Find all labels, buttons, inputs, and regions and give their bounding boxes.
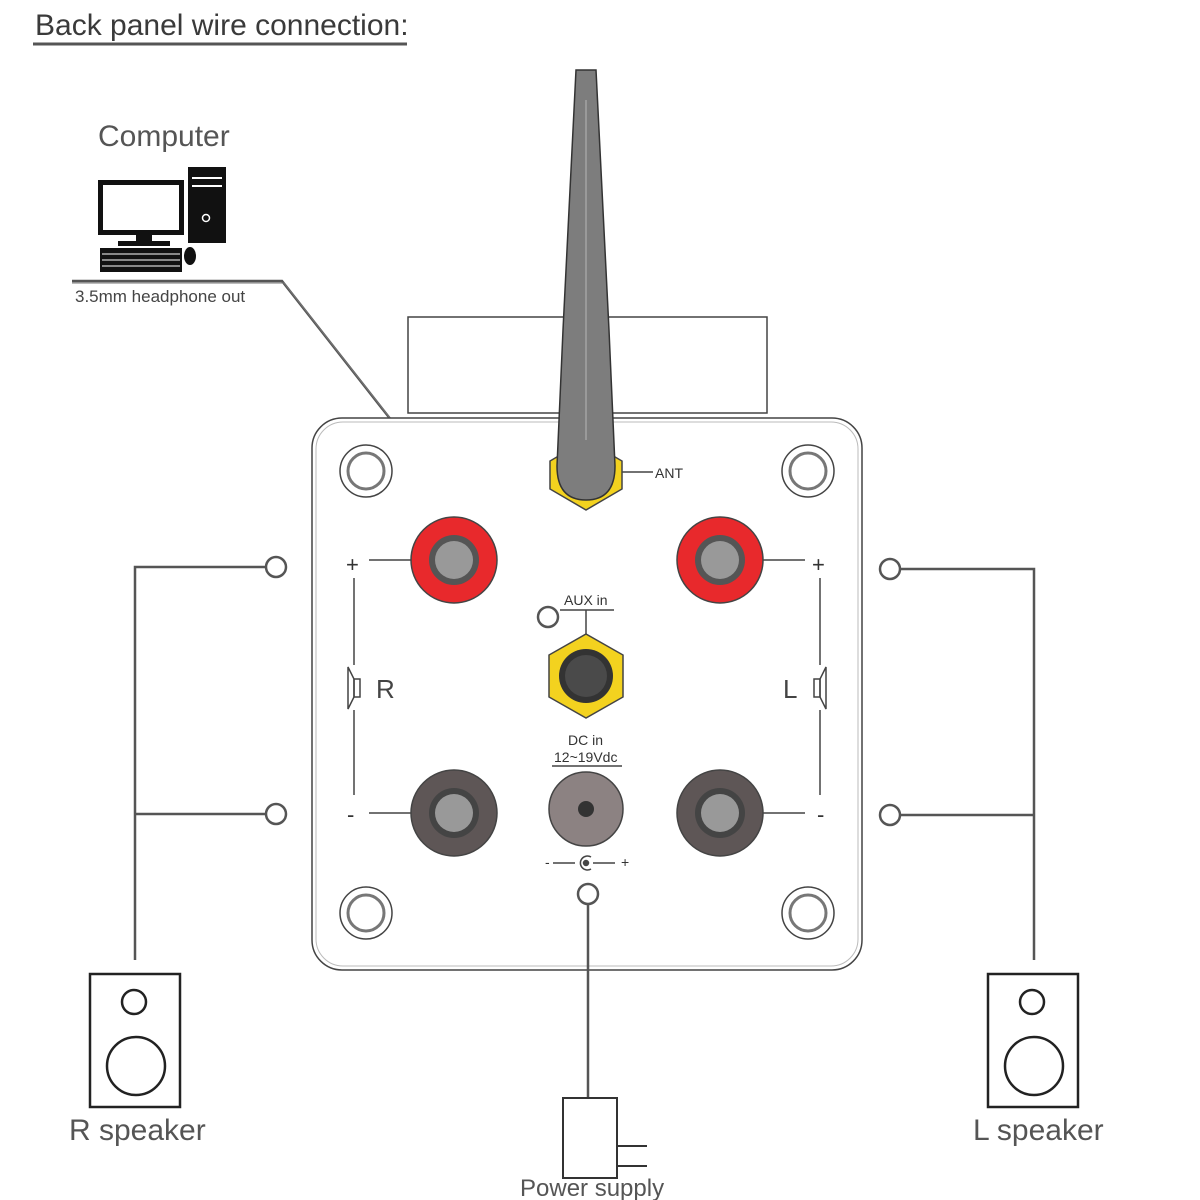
dc-minus-sign: - <box>545 854 550 870</box>
left-minus-sign: - <box>817 802 824 827</box>
dc-voltage-label: 12~19Vdc <box>554 749 617 765</box>
right-speaker-symbol-icon <box>347 666 361 710</box>
left-negative-terminal <box>676 769 764 857</box>
right-channel-letter: R <box>376 674 395 704</box>
right-speaker-label: R speaker <box>69 1114 206 1147</box>
aux-label: AUX in <box>564 592 608 608</box>
power-supply-icon <box>562 1097 647 1179</box>
dc-label: DC in <box>568 732 603 748</box>
left-speaker-wires <box>878 557 1036 960</box>
antenna-icon <box>556 69 616 501</box>
left-channel-markers <box>763 559 821 814</box>
dc-jack-pin <box>578 801 594 817</box>
left-speaker-label: L speaker <box>973 1114 1104 1147</box>
diagram-title: Back panel wire connection: <box>35 9 409 42</box>
left-positive-terminal <box>676 516 764 604</box>
left-channel-letter: L <box>783 674 797 704</box>
mounting-screw-bottom-right <box>781 886 835 940</box>
dc-polarity-icon <box>553 855 615 871</box>
mounting-screw-top-right <box>781 444 835 498</box>
right-speaker-icon <box>88 972 182 1109</box>
right-plus-sign: + <box>346 552 359 577</box>
power-supply-label: Power supply <box>520 1175 664 1200</box>
dc-plus-sign: + <box>621 854 629 870</box>
mounting-screw-top-left <box>339 444 393 498</box>
right-negative-terminal <box>410 769 498 857</box>
computer-icon <box>98 167 226 272</box>
headphone-out-label: 3.5mm headphone out <box>75 287 245 306</box>
right-speaker-wires <box>133 555 288 960</box>
antenna-label: ANT <box>655 465 683 481</box>
left-plus-sign: + <box>812 552 825 577</box>
power-plug-end <box>576 882 600 906</box>
mounting-screw-bottom-left <box>339 886 393 940</box>
aux-plug-end <box>536 605 560 629</box>
left-speaker-icon <box>986 972 1080 1109</box>
right-minus-sign: - <box>347 802 354 827</box>
right-channel-markers <box>353 559 411 814</box>
aux-jack-hole <box>565 655 607 697</box>
left-speaker-symbol-icon <box>813 666 827 710</box>
right-positive-terminal <box>410 516 498 604</box>
computer-label: Computer <box>98 120 230 153</box>
